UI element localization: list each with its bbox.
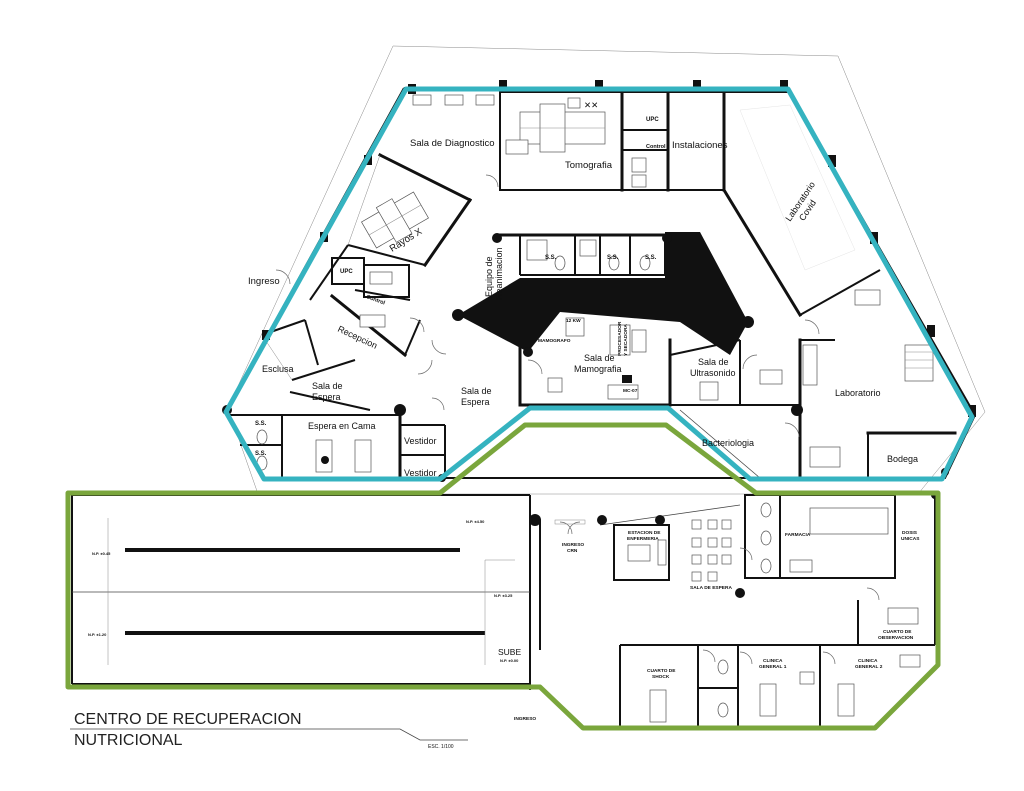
- label-clinica2-1: CLINICA: [858, 658, 878, 664]
- level-npt-b: N.P. ±0.45: [92, 551, 111, 556]
- label-sala-diagnostico: Sala de Diagnostico: [410, 138, 495, 149]
- label-ingreso-crn-1: INGRESO: [562, 542, 584, 548]
- label-sala-espera-1b: Espera: [312, 392, 341, 402]
- level-npt-e: N.P. ±0.00: [500, 658, 519, 663]
- label-sala-ultrasonido-2: Ultrasonido: [690, 368, 736, 378]
- label-kw: 12 KW: [566, 318, 581, 324]
- label-sala-ultrasonido-1: Sala de: [698, 357, 729, 367]
- label-control-top: Control: [646, 144, 666, 150]
- label-ss-5: S.S.: [255, 451, 267, 457]
- label-dosis-1: DOSIS: [902, 530, 918, 536]
- label-cuarto-observacion: CUARTO DE OBSERVACION: [878, 629, 914, 641]
- label-dosis-unicas: DOSIS UNICAS: [901, 530, 920, 542]
- label-sala-espera-2b: Espera: [461, 397, 490, 407]
- label-clinica-general-2: CLINICA GENERAL 2: [855, 658, 883, 670]
- label-ss-3: S.S.: [645, 255, 657, 261]
- label-dosis-2: UNICAS: [901, 536, 920, 542]
- label-ingreso-crn-2: CRN: [567, 548, 578, 554]
- label-ss-2: S.S.: [607, 255, 619, 261]
- label-esclusa: Esclusa: [262, 364, 294, 374]
- label-sube: SUBE: [498, 647, 521, 657]
- label-cuarto-shock-1: CUARTO DE: [647, 668, 676, 674]
- label-procesador-2: Y SECADORA: [623, 324, 629, 356]
- label-clinica2-2: GENERAL 2: [855, 664, 883, 670]
- drawing-title-line2: NUTRICIONAL: [74, 732, 183, 749]
- drawing-title-line1: CENTRO DE RECUPERACION: [74, 711, 302, 728]
- label-ss-4: S.S.: [255, 421, 267, 427]
- label-laboratorio: Laboratorio: [835, 388, 881, 398]
- label-upc-left: UPC: [340, 269, 353, 275]
- label-procesador-1: PROCESADOR: [617, 321, 623, 356]
- label-sala-mamografia: Sala de Mamografia: [574, 353, 622, 374]
- label-ss-1: S.S.: [545, 255, 557, 261]
- level-npt-d: N.P. ±1.20: [88, 632, 107, 637]
- label-clinica-general-1: CLINICA GENERAL 1: [759, 658, 787, 670]
- label-sala-espera-2: Sala de Espera: [461, 386, 494, 407]
- label-sala-espera-2a: Sala de: [461, 386, 492, 396]
- label-upc-top: UPC: [646, 117, 659, 123]
- label-laboratorio-covid: Laboratorio Covid: [783, 178, 827, 230]
- label-ingreso-crn: INGRESO CRN: [562, 542, 585, 554]
- label-mc: MC-07: [623, 388, 638, 394]
- reanimation-hall-fill: [458, 232, 748, 355]
- door-swings: [275, 174, 880, 665]
- label-equipo-1: Equipo de: [484, 256, 494, 297]
- svg-text:✕✕: ✕✕: [584, 100, 598, 110]
- label-equipo-2: Reanimacion: [494, 247, 504, 300]
- level-npt-c: N.P. ±3.25: [494, 593, 513, 598]
- label-mamografo: MAMOGRAFO: [538, 338, 571, 344]
- label-ingreso: Ingreso: [248, 276, 280, 287]
- drawing-scale: ESC. 1/100: [428, 744, 454, 750]
- level-markers: N.P. ±4.50 N.P. ±0.45 N.P. ±3.25 N.P. ±1…: [88, 519, 519, 663]
- label-equipo-reanimacion: Equipo de Reanimacion: [484, 247, 504, 300]
- level-npt-a: N.P. ±4.50: [466, 519, 485, 524]
- title-block: CENTRO DE RECUPERACION NUTRICIONAL ESC. …: [70, 711, 468, 750]
- label-sala-espera-1: Sala de Espera: [312, 381, 345, 402]
- label-clinica1-1: CLINICA: [763, 658, 783, 664]
- label-vestidor-1: Vestidor: [404, 436, 437, 446]
- label-espera-en-cama: Espera en Cama: [308, 421, 376, 431]
- label-ingreso-bottom: INGRESO: [514, 716, 536, 722]
- label-sala-espera-1a: Sala de: [312, 381, 343, 391]
- label-sala-ultrasonido: Sala de Ultrasonido: [690, 357, 736, 378]
- label-cuarto-obs-2: OBSERVACION: [878, 635, 914, 641]
- lower-block-outline: [65, 422, 941, 731]
- label-cuarto-shock-2: SHOCK: [652, 674, 670, 680]
- label-cuarto-obs-1: CUARTO DE: [883, 629, 912, 635]
- title-underline: [70, 728, 468, 741]
- label-tomografia: Tomografia: [565, 160, 613, 171]
- label-clinica1-2: GENERAL 1: [759, 664, 787, 670]
- label-sala-mamografia-2: Mamografia: [574, 364, 622, 374]
- label-estacion-1: ESTACION DE: [628, 530, 661, 536]
- label-sala-mamografia-1: Sala de: [584, 353, 615, 363]
- label-sala-de-espera: SALA DE ESPERA: [690, 585, 732, 591]
- label-farmacia: FARMACIA: [785, 532, 811, 538]
- label-procesador: PROCESADOR Y SECADORA: [617, 320, 629, 356]
- label-estacion-enfermeria: ESTACION DE ENFERMERIA: [627, 530, 662, 542]
- label-cuarto-shock: CUARTO DE SHOCK: [647, 668, 677, 680]
- label-instalaciones: Instalaciones: [672, 140, 728, 151]
- label-estacion-2: ENFERMERIA: [627, 536, 659, 542]
- label-vestidor-2: Vestidor: [404, 468, 437, 478]
- label-bacteriologia: Bacteriologia: [702, 438, 754, 448]
- upper-block-outline: [223, 86, 975, 482]
- furniture: ✕✕: [256, 94, 934, 723]
- lower-block-walls: [71, 494, 936, 730]
- label-bodega: Bodega: [887, 454, 918, 464]
